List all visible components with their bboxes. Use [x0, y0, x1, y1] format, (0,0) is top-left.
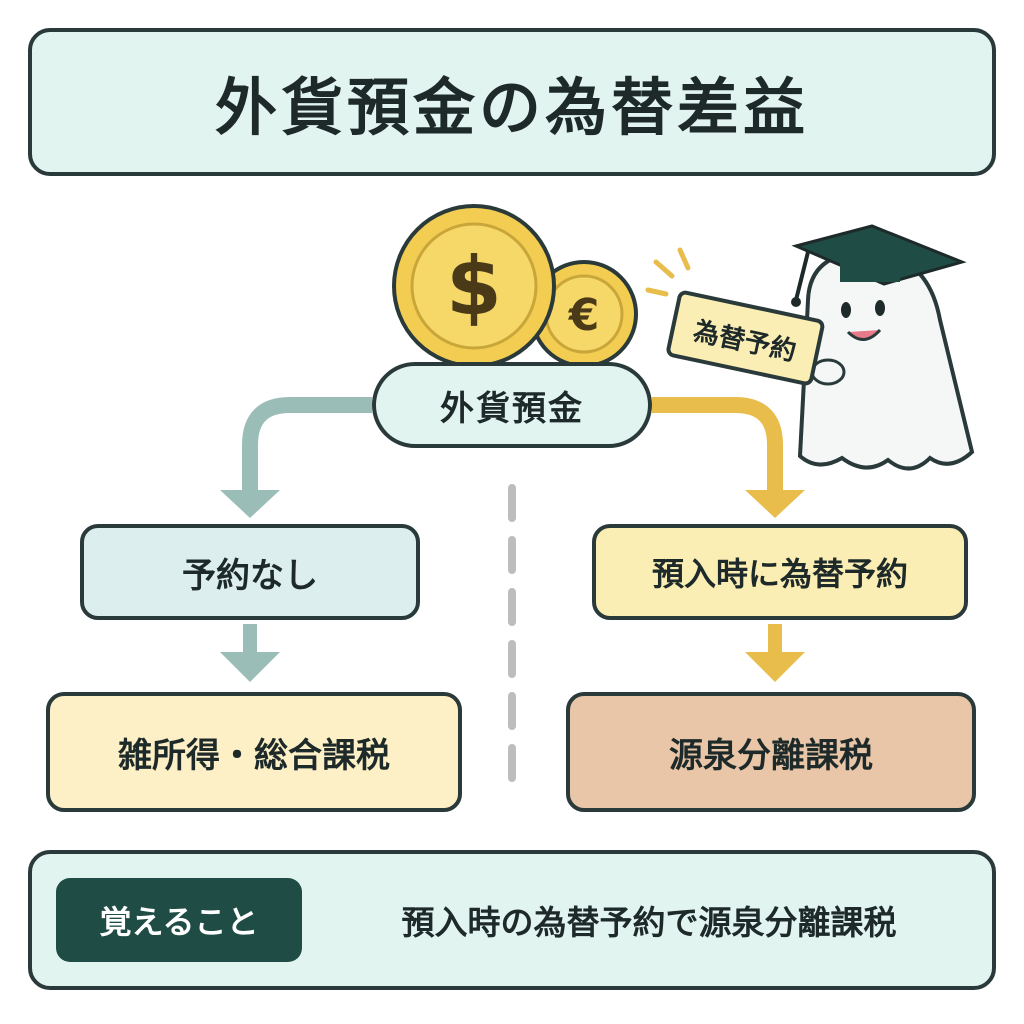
right-result-label: 源泉分離課税	[669, 735, 873, 776]
dollar-symbol: $	[446, 240, 502, 333]
euro-symbol: €	[568, 290, 600, 341]
right-condition-box: 預入時に為替予約	[592, 524, 968, 620]
summary-badge: 覚えること	[56, 878, 302, 962]
left-connector-arrow	[220, 397, 372, 518]
left-result-box: 雑所得・総合課税	[46, 692, 462, 812]
euro-coin-icon: €	[530, 260, 638, 368]
page-title: 外貨預金の為替差益	[214, 71, 809, 144]
arrow-down-icon	[745, 624, 805, 682]
dollar-coin-icon: $	[392, 204, 556, 368]
summary-text: 預入時の為替予約で源泉分離課税	[401, 903, 897, 942]
graduation-cap-icon	[791, 224, 967, 307]
left-condition-label: 予約なし	[182, 555, 318, 596]
left-result-label: 雑所得・総合課税	[118, 735, 390, 776]
arrow-down-icon	[220, 624, 280, 682]
summary-box: 覚えること 預入時の為替予約で源泉分離課税	[28, 850, 996, 990]
right-result-box: 源泉分離課税	[566, 692, 976, 812]
sparkle-icon	[645, 247, 691, 297]
ghost-mascot-icon	[797, 249, 975, 471]
sign-board: 為替予約	[666, 290, 825, 386]
title-box: 外貨預金の為替差益	[28, 28, 996, 176]
right-connector-arrow	[652, 397, 805, 518]
source-label: 外貨預金	[440, 388, 584, 429]
left-condition-box: 予約なし	[80, 524, 420, 620]
right-condition-label: 預入時に為替予約	[651, 555, 908, 593]
source-node: 外貨預金	[372, 362, 652, 448]
